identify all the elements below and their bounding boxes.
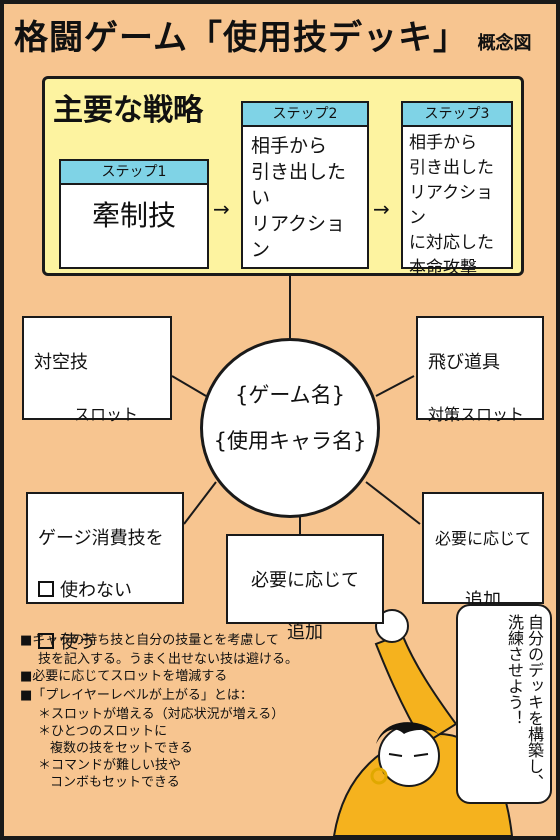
step-1-box: ステップ1 牽制技: [59, 159, 209, 269]
note-line: 技を記入する。うまく出せない技は避ける。: [38, 652, 299, 667]
slot-gauge: ゲージ消費技を 使わない 使う: [26, 492, 184, 653]
note-line: ■「プレイヤーレベルが上がる」とは：: [20, 688, 253, 703]
note-line: ＊スロットが増える（対応状況が増える）: [38, 707, 285, 722]
line-projectile: [375, 375, 415, 397]
note-line: 複数の技をセットできる: [50, 741, 193, 756]
speech-bubble: 自分のデッキを構築し、洗練させよう！: [456, 604, 552, 804]
slot-anti-air-label: 対空技: [34, 352, 88, 373]
step-3-body: 相手から 引き出した リアクション に対応した 本命攻撃: [409, 133, 494, 278]
step-3-header: ステップ3: [403, 103, 511, 127]
slot-anti-air: 対空技 スロット: [22, 316, 172, 424]
note-line: ■キャラの持ち技と自分の技量とを考慮して: [20, 633, 279, 648]
step-1-body: 牽制技: [91, 199, 176, 232]
hub-circle: {ゲーム名} {使用キャラ名}: [200, 338, 380, 518]
slot-add-bottom: 必要に応じて 追加: [226, 534, 384, 643]
checkbox-icon: [38, 581, 54, 597]
note-line: ＊コマンドが難しい技や: [38, 758, 182, 773]
hub-game-name: {ゲーム名}: [234, 383, 346, 407]
slot-projectile-sublabel: 対策スロット: [428, 405, 525, 424]
slot-add-bottom-sublabel: 追加: [287, 622, 323, 643]
hub-character-name: {使用キャラ名}: [213, 429, 367, 453]
arrow-right-icon: →: [213, 197, 230, 221]
slot-add-right-label: 必要に応じて: [434, 529, 531, 548]
arrow-right-icon: →: [373, 197, 390, 221]
gauge-option-yes: 使う: [38, 630, 172, 656]
note-line: ＊ひとつのスロットに: [38, 724, 168, 739]
strategy-panel: 主要な戦略 ステップ1 牽制技 → ステップ2 相手から 引き出したい リアクシ…: [42, 76, 524, 278]
slot-add-bottom-label: 必要に応じて: [251, 570, 359, 591]
gauge-option-no-label: 使わない: [60, 580, 132, 601]
slot-projectile: 飛び道具 対策スロット: [416, 316, 544, 424]
line-anti-air: [171, 375, 207, 397]
strategy-title: 主要な戦略: [53, 93, 203, 128]
slot-add-right: 必要に応じて 追加: [422, 492, 544, 611]
notes-list: ■キャラの持ち技と自分の技量とを考慮して 技を記入する。うまく出せない技は避ける…: [20, 632, 440, 791]
title-sub: 概念図: [477, 33, 532, 54]
note-line: ■必要に応じてスロットを増減する: [20, 669, 228, 684]
note-line: コンボもセットできる: [50, 775, 180, 790]
slot-anti-air-sublabel: スロット: [74, 405, 139, 424]
step-2-body: 相手から 引き出したい リアクション: [251, 135, 347, 261]
line-add-right: [365, 481, 421, 525]
title-main: 格闘ゲーム「使用技デッキ」: [14, 18, 468, 58]
step-2-header: ステップ2: [243, 103, 367, 127]
gauge-option-no: 使わない: [38, 578, 172, 604]
step-2-box: ステップ2 相手から 引き出したい リアクション: [241, 101, 369, 269]
line-gauge: [183, 481, 217, 525]
page-title: 格闘ゲーム「使用技デッキ」 概念図: [14, 10, 554, 62]
slot-projectile-label: 飛び道具: [428, 352, 500, 373]
step-3-box: ステップ3 相手から 引き出した リアクション に対応した 本命攻撃: [401, 101, 513, 278]
step-1-header: ステップ1: [61, 161, 207, 185]
slot-gauge-label: ゲージ消費技を: [38, 528, 164, 549]
fist-icon: [375, 609, 409, 643]
checkbox-icon: [38, 633, 54, 649]
gauge-option-yes-label: 使う: [60, 632, 96, 653]
